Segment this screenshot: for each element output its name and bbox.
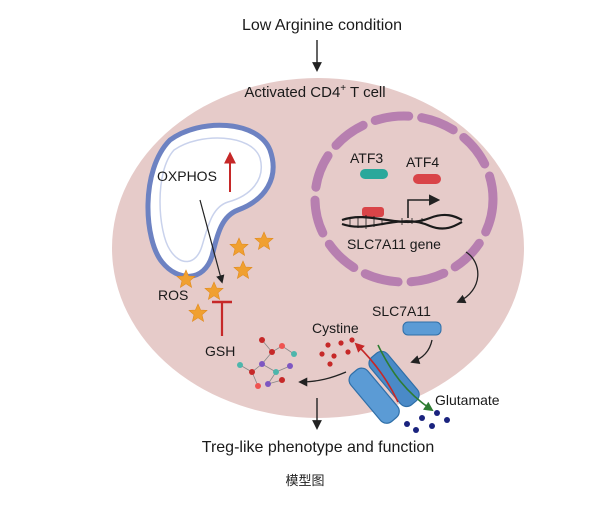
atf4-protein	[413, 174, 441, 184]
gsh-label: GSH	[205, 343, 235, 359]
protein-to-membrane-arrow	[410, 339, 433, 365]
glutamate-efflux-arrow	[377, 344, 434, 412]
condition-label: Low Arginine condition	[242, 17, 402, 34]
oxphos-label: OXPHOS	[157, 168, 217, 184]
glutamate-molecules	[404, 410, 450, 433]
outcome-label: Treg-like phenotype and function	[202, 439, 434, 456]
gene-to-protein-arrow	[456, 251, 479, 304]
cystine-label: Cystine	[312, 320, 359, 336]
cell-label: Activated CD4+ T cell	[244, 83, 385, 101]
glutamate-label: Glutamate	[435, 392, 500, 408]
slc7a11-gene-label: SLC7A11 gene	[347, 236, 441, 252]
promoter-bound-factor	[362, 207, 384, 217]
atf3-label: ATF3	[350, 150, 383, 166]
cystine-influx-arrow	[354, 342, 399, 403]
xct-transporter	[348, 350, 420, 424]
ros-label: ROS	[158, 287, 188, 303]
figure-caption: 模型图	[285, 474, 325, 489]
transcription-arrow	[407, 194, 441, 218]
slc7a11-label: SLC7A11	[372, 303, 431, 319]
mitochondrion	[145, 122, 276, 279]
oxphos-to-ros-arrow	[199, 199, 225, 284]
slc7a11-protein	[402, 321, 442, 336]
gsh-molecules	[237, 337, 297, 389]
atf4-label: ATF4	[406, 154, 439, 170]
atf3-protein	[360, 169, 388, 179]
cystine-molecules	[319, 337, 355, 367]
cystine-to-gsh-arrow	[298, 371, 347, 387]
nucleus-envelope	[310, 111, 498, 287]
dna-helix	[341, 213, 463, 230]
